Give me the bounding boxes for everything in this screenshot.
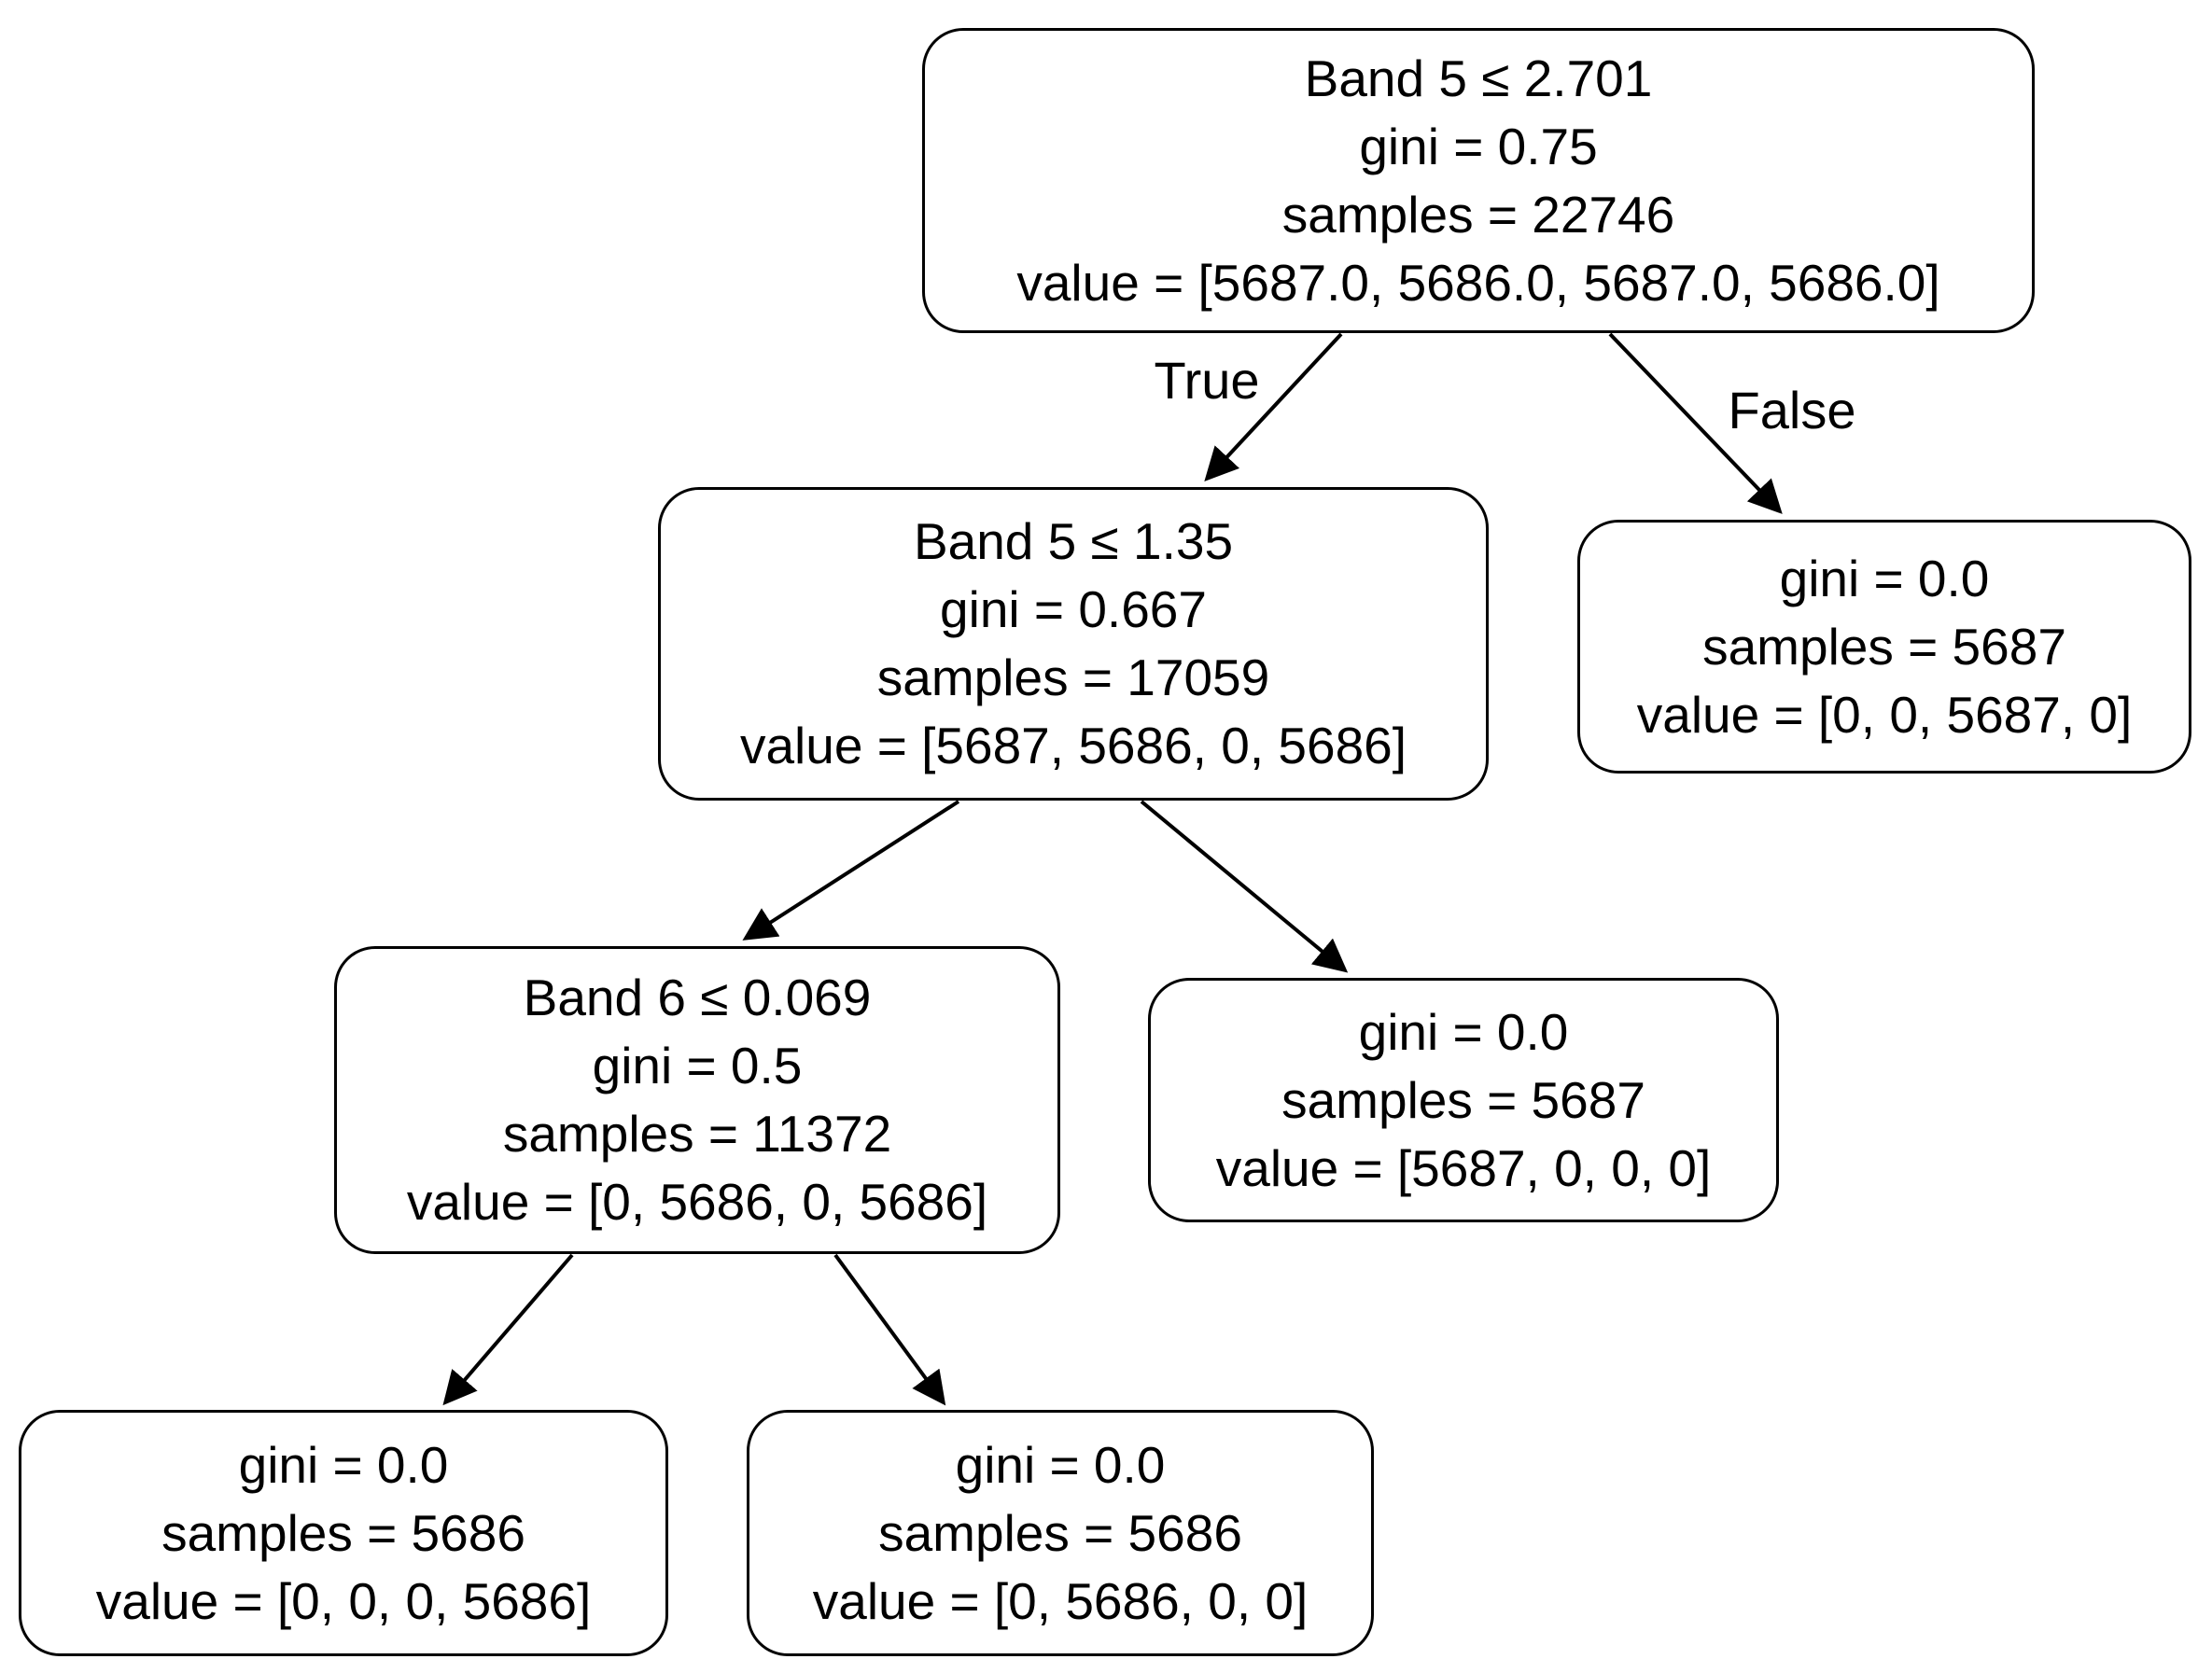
tree-node-level1-right-leaf: gini = 0.0 samples = 5687 value = [0, 0,… — [1577, 520, 2191, 774]
node-value: value = [5687, 0, 0, 0] — [1215, 1138, 1712, 1197]
node-samples: samples = 5687 — [1702, 617, 2066, 676]
tree-node-level2-left: Band 6 ≤ 0.069 gini = 0.5 samples = 1137… — [334, 946, 1060, 1254]
tree-node-root: Band 5 ≤ 2.701 gini = 0.75 samples = 227… — [922, 28, 2035, 333]
node-value: value = [5687, 5686, 0, 5686] — [739, 717, 1407, 774]
node-samples: samples = 5686 — [161, 1503, 525, 1562]
node-samples: samples = 22746 — [1281, 185, 1675, 244]
node-gini: gini = 0.5 — [592, 1037, 803, 1094]
node-gini: gini = 0.75 — [1359, 117, 1598, 175]
node-samples: samples = 17059 — [876, 648, 1270, 706]
tree-node-level3-right-leaf: gini = 0.0 samples = 5686 value = [0, 56… — [747, 1410, 1374, 1656]
node-condition: Band 5 ≤ 1.35 — [913, 512, 1234, 570]
node-value: value = [0, 0, 0, 5686] — [95, 1571, 592, 1630]
tree-node-level1-left: Band 5 ≤ 1.35 gini = 0.667 samples = 170… — [658, 487, 1489, 801]
node-value: value = [0, 0, 5687, 0] — [1636, 685, 2133, 744]
edge-l2-left-to-l3-right — [833, 1253, 946, 1406]
edge-label-false: False — [1728, 381, 1856, 439]
node-samples: samples = 5686 — [878, 1503, 1242, 1562]
tree-node-level3-left-leaf: gini = 0.0 samples = 5686 value = [0, 0,… — [19, 1410, 668, 1656]
node-gini: gini = 0.0 — [955, 1435, 1166, 1494]
node-gini: gini = 0.667 — [940, 580, 1207, 638]
node-samples: samples = 5687 — [1281, 1070, 1645, 1129]
node-gini: gini = 0.0 — [1779, 549, 1990, 607]
node-gini: gini = 0.0 — [1358, 1002, 1569, 1061]
edge-label-true: True — [1154, 351, 1260, 410]
edge-l1-left-to-l2-right — [1140, 800, 1349, 973]
node-condition: Band 5 ≤ 2.701 — [1304, 49, 1653, 107]
node-value: value = [0, 5686, 0, 0] — [812, 1571, 1309, 1630]
tree-node-level2-right-leaf: gini = 0.0 samples = 5687 value = [5687,… — [1148, 978, 1779, 1222]
node-gini: gini = 0.0 — [238, 1435, 449, 1494]
node-value: value = [0, 5686, 0, 5686] — [406, 1173, 988, 1231]
node-condition: Band 6 ≤ 0.069 — [523, 969, 872, 1026]
node-samples: samples = 11372 — [502, 1105, 892, 1163]
node-value: value = [5687.0, 5686.0, 5687.0, 5686.0] — [1016, 253, 1940, 312]
edge-l2-left-to-l3-left — [442, 1253, 574, 1406]
edge-l1-left-to-l2-left — [742, 800, 960, 941]
